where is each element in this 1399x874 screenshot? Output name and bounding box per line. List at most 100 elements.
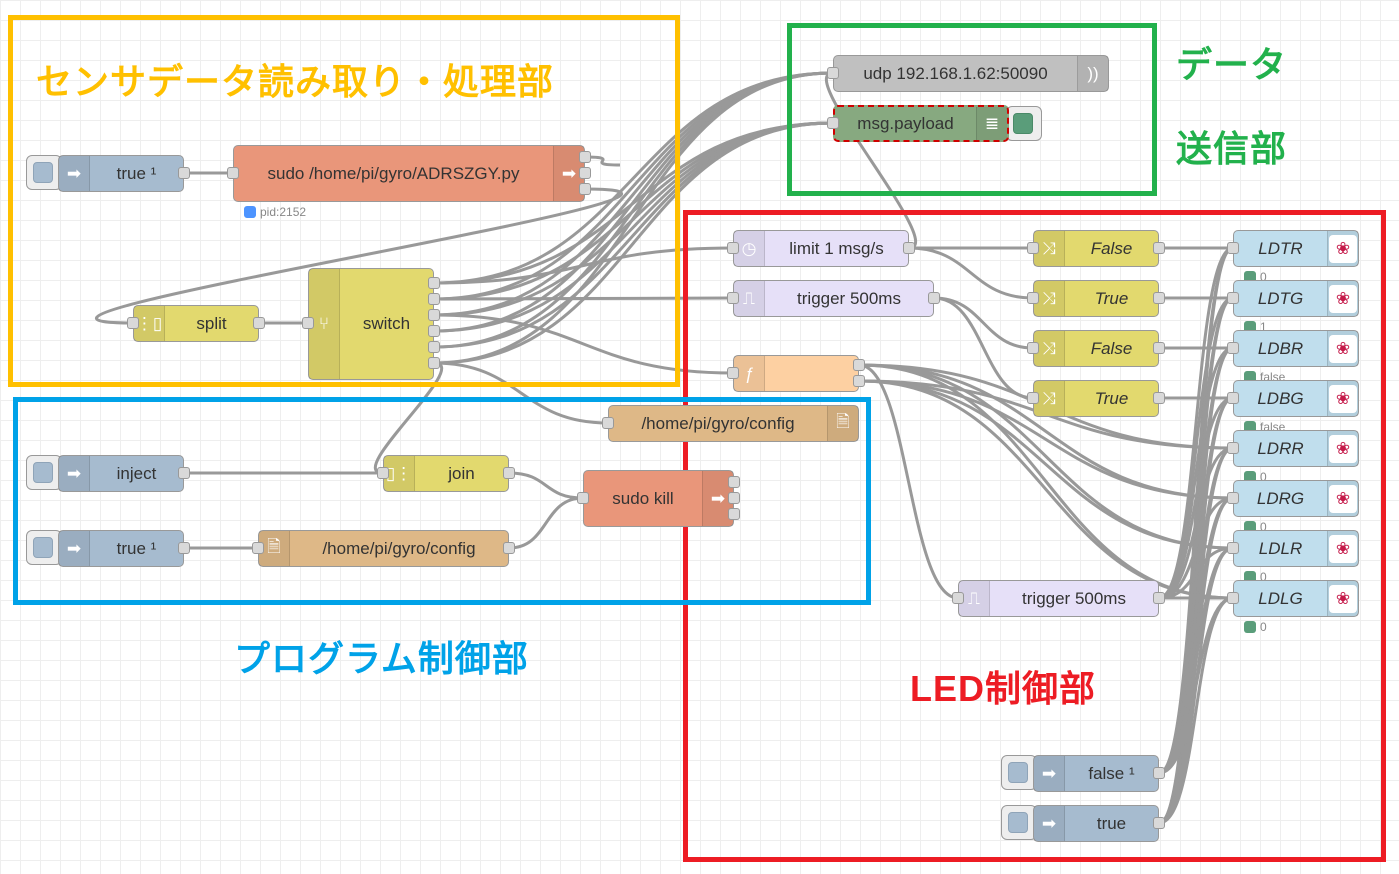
- gpio-node-ldtr[interactable]: LDTR ❀: [1233, 230, 1359, 267]
- switch-output-5[interactable]: [428, 341, 440, 353]
- exec-python-node[interactable]: sudo /home/pi/gyro/ADRSZGY.py ➡: [233, 145, 585, 202]
- switch-node[interactable]: ⑂ switch: [308, 268, 434, 380]
- trigger-node-2[interactable]: ⎍ trigger 500ms: [958, 580, 1159, 617]
- input-port[interactable]: [302, 317, 314, 329]
- input-port[interactable]: [1227, 492, 1239, 504]
- debug-node[interactable]: msg.payload ≣: [833, 105, 1009, 142]
- input-port[interactable]: [1027, 292, 1039, 304]
- switch-output-3[interactable]: [428, 309, 440, 321]
- function-node[interactable]: ƒ: [733, 355, 859, 392]
- input-port[interactable]: [952, 592, 964, 604]
- inject-trigger-button[interactable]: [1001, 805, 1037, 840]
- output-port[interactable]: [1153, 342, 1165, 354]
- file-in-node[interactable]: 🗎 /home/pi/gyro/config: [258, 530, 509, 567]
- inject-false-node[interactable]: ➡ false ¹: [1033, 755, 1159, 792]
- gpio-node-ldbg[interactable]: LDBG ❀: [1233, 380, 1359, 417]
- wire-limit-change[interactable]: [908, 246, 1034, 300]
- file-out-node[interactable]: /home/pi/gyro/config 🗎: [608, 405, 859, 442]
- udp-out-node[interactable]: udp 192.168.1.62:50090 )): [833, 55, 1109, 92]
- wire-switch-join[interactable]: [373, 361, 444, 475]
- wire-trigger-led[interactable]: [1158, 496, 1234, 600]
- input-port[interactable]: [1027, 242, 1039, 254]
- trigger-node-1[interactable]: ⎍ trigger 500ms: [733, 280, 934, 317]
- exec-stderr-port[interactable]: [579, 167, 591, 179]
- sudo-kill-node[interactable]: sudo kill ➡: [583, 470, 734, 527]
- output-port[interactable]: [1153, 292, 1165, 304]
- switch-output-6[interactable]: [428, 357, 440, 369]
- output-port[interactable]: [178, 467, 190, 479]
- inject-trigger-button[interactable]: [26, 155, 62, 190]
- input-port[interactable]: [252, 542, 264, 554]
- wire-switch-file[interactable]: [433, 361, 609, 425]
- input-port[interactable]: [227, 167, 239, 179]
- output-port[interactable]: [253, 317, 265, 329]
- input-port[interactable]: [827, 117, 839, 129]
- gpio-node-ldtg[interactable]: LDTG ❀: [1233, 280, 1359, 317]
- wire-switch-debug[interactable]: [433, 121, 834, 365]
- output-port[interactable]: [178, 542, 190, 554]
- input-port[interactable]: [727, 242, 739, 254]
- change-node-false-1[interactable]: ⤨ False: [1033, 230, 1159, 267]
- wire-true-led[interactable]: [1158, 596, 1234, 825]
- inject-node[interactable]: ➡ inject: [58, 455, 184, 492]
- wire-switch-trigger[interactable]: [433, 296, 734, 301]
- wire-function-led[interactable]: [858, 379, 1234, 500]
- gpio-node-ldrg[interactable]: LDRG ❀: [1233, 480, 1359, 517]
- wire-join-kill[interactable]: [508, 471, 584, 500]
- output-port[interactable]: [1153, 592, 1165, 604]
- input-port[interactable]: [727, 367, 739, 379]
- switch-output-4[interactable]: [428, 325, 440, 337]
- output-port[interactable]: [928, 292, 940, 304]
- input-port[interactable]: [1227, 242, 1239, 254]
- wire-trigger-led[interactable]: [1158, 396, 1234, 600]
- gpio-node-ldlg[interactable]: LDLG ❀: [1233, 580, 1359, 617]
- wire-exec-split[interactable]: [94, 187, 624, 325]
- output-port[interactable]: [1153, 242, 1165, 254]
- inject-true-node-bottom[interactable]: ➡ true ¹: [58, 530, 184, 567]
- split-node[interactable]: ⋮▯ split: [133, 305, 259, 342]
- input-port[interactable]: [827, 67, 839, 79]
- function-output-2[interactable]: [853, 375, 865, 387]
- switch-output-2[interactable]: [428, 293, 440, 305]
- gpio-node-ldrr[interactable]: LDRR ❀: [1233, 430, 1359, 467]
- exec-rc-port[interactable]: [728, 508, 740, 520]
- wire-file-kill[interactable]: [508, 496, 584, 550]
- wire-limit-udp[interactable]: [824, 71, 918, 250]
- exec-rc-port[interactable]: [579, 183, 591, 195]
- debug-toggle-button[interactable]: [1006, 106, 1042, 141]
- input-port[interactable]: [1227, 442, 1239, 454]
- join-node[interactable]: ▯⋮ join: [383, 455, 509, 492]
- wire-function-trigger[interactable]: [858, 363, 959, 600]
- input-port[interactable]: [577, 492, 589, 504]
- change-node-true-1[interactable]: ⤨ True: [1033, 280, 1159, 317]
- inject-trigger-button[interactable]: [26, 455, 62, 490]
- change-node-false-2[interactable]: ⤨ False: [1033, 330, 1159, 367]
- input-port[interactable]: [602, 417, 614, 429]
- input-port[interactable]: [1227, 542, 1239, 554]
- wire-trigger-led[interactable]: [1158, 546, 1234, 600]
- input-port[interactable]: [127, 317, 139, 329]
- wire-trigger-led[interactable]: [1158, 446, 1234, 600]
- input-port[interactable]: [1227, 292, 1239, 304]
- input-port[interactable]: [1227, 592, 1239, 604]
- input-port[interactable]: [377, 467, 389, 479]
- exec-stderr-port[interactable]: [728, 492, 740, 504]
- switch-output-1[interactable]: [428, 277, 440, 289]
- wire-switch-function[interactable]: [433, 313, 734, 375]
- output-port[interactable]: [903, 242, 915, 254]
- exec-stdout-port[interactable]: [579, 151, 591, 163]
- inject-true-node[interactable]: ➡ true ¹: [58, 155, 184, 192]
- input-port[interactable]: [1227, 342, 1239, 354]
- limit-node[interactable]: ◷ limit 1 msg/s: [733, 230, 909, 267]
- inject-trigger-button[interactable]: [1001, 755, 1037, 790]
- output-port[interactable]: [1153, 767, 1165, 779]
- input-port[interactable]: [1027, 342, 1039, 354]
- output-port[interactable]: [1153, 392, 1165, 404]
- function-output-1[interactable]: [853, 359, 865, 371]
- wire-switch-limit[interactable]: [433, 246, 734, 285]
- wire-switch-udp[interactable]: [433, 71, 834, 365]
- output-port[interactable]: [503, 467, 515, 479]
- wire-function-led[interactable]: [858, 379, 1234, 550]
- exec-stdout-port[interactable]: [728, 476, 740, 488]
- wire-function-led[interactable]: [858, 379, 1234, 600]
